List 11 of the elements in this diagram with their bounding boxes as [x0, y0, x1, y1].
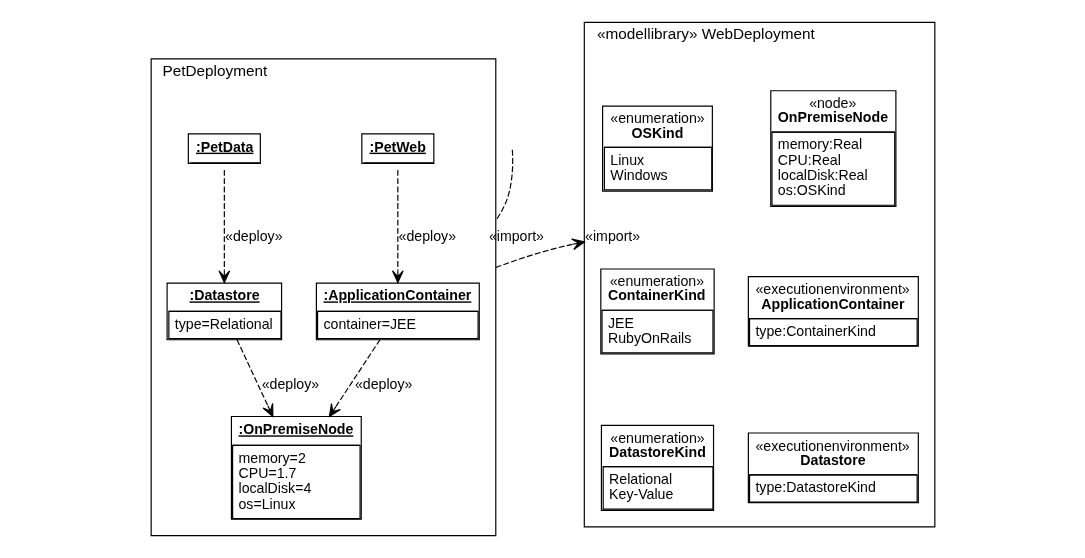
- edge-label: «deploy»: [398, 228, 456, 245]
- edge-label: «deploy»: [261, 375, 319, 392]
- arrow: [494, 238, 585, 269]
- edge-label: «deploy»: [224, 228, 283, 245]
- arrow: [391, 169, 404, 284]
- edge-label: «import»: [584, 228, 640, 245]
- arrow: [235, 339, 273, 417]
- edge-label: «deploy»: [354, 375, 412, 392]
- connector: [494, 149, 513, 222]
- arrow: [217, 169, 230, 284]
- arrow: [328, 339, 380, 417]
